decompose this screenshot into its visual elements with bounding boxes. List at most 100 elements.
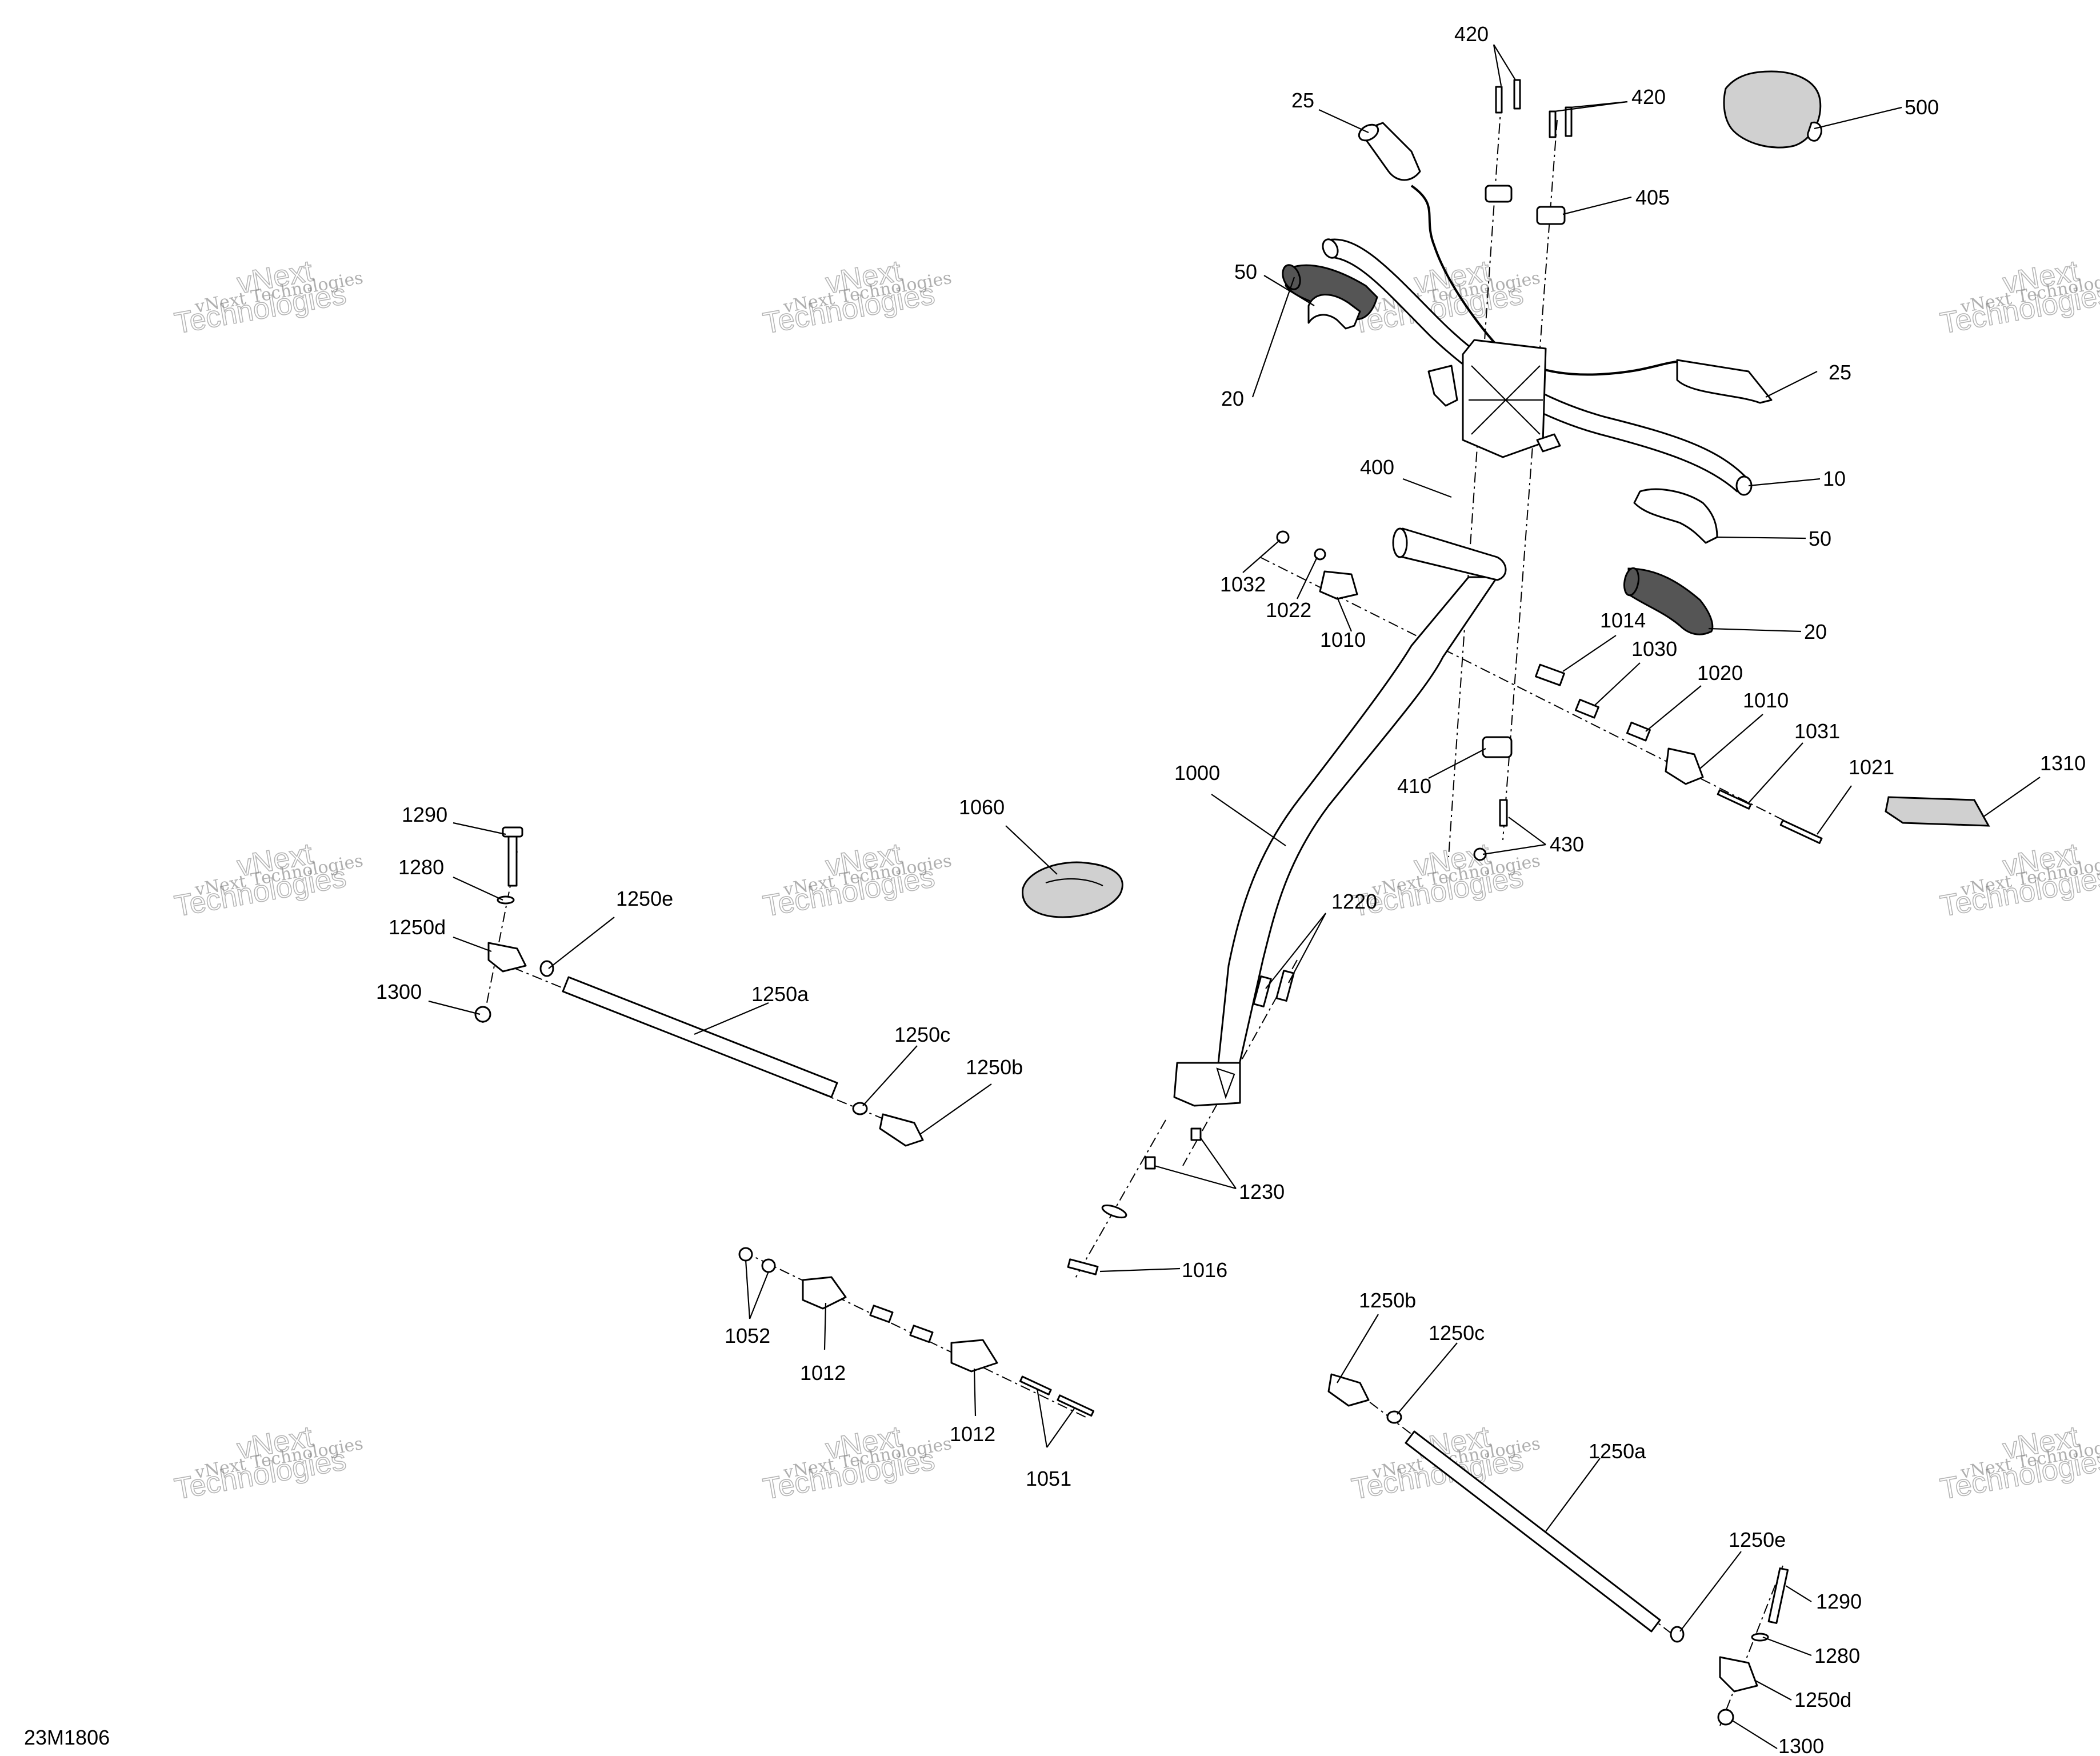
callout-1300-right: 1300 [1778,1734,1824,1756]
callout-1016: 1016 [1182,1258,1227,1282]
nut-1300-right [1717,1709,1734,1726]
leader [1982,777,2041,818]
handlebar-pad [1723,70,1822,149]
leader [1508,817,1546,845]
leader [1336,597,1353,632]
jam-nut-1250e-left [539,960,554,977]
callout-1280-left: 1280 [398,855,444,879]
leader [1005,825,1058,875]
leader [1545,1458,1601,1532]
callout-50-a: 50 [1234,260,1257,283]
leader [745,1259,751,1319]
callout-1051: 1051 [1026,1467,1071,1490]
leader [1748,478,1821,487]
callout-1014: 1014 [1600,609,1646,632]
leader [1731,1719,1778,1749]
leader [1645,685,1702,732]
watermark: Technologies vNext vNext Technologies [760,837,953,923]
leader [1154,1165,1237,1190]
handlebar-end-left [1322,238,1339,259]
tierod-end-1250b-right [1327,1373,1370,1407]
jam-nut-1250c-right [1386,1410,1402,1424]
tierod-end-1250d-right [1719,1656,1758,1693]
callout-1010-a: 1010 [1320,628,1366,651]
sleeve-1030 [1574,698,1599,719]
callout-1250a-left: 1250a [751,982,809,1006]
leader [428,1000,481,1015]
leader [1570,101,1628,109]
leader [1337,1314,1379,1383]
leader [1814,106,1902,130]
leader [1762,1636,1812,1657]
leader [1562,635,1617,672]
tierod-end-1250b-left [879,1113,924,1147]
callout-400: 400 [1360,455,1394,479]
leader [1199,1137,1237,1189]
callout-20-a: 20 [1221,387,1244,410]
heated-grip-right [1676,359,1773,404]
callout-1060: 1060 [959,795,1005,819]
callout-1010-b: 1010 [1743,689,1789,712]
riser-mount-right [1536,433,1561,453]
nut-1052-b [761,1258,776,1273]
callout-410: 410 [1397,774,1431,798]
leader [862,1045,918,1106]
leader [694,1002,769,1035]
pin-1230-a [1145,1156,1156,1170]
leader [1699,714,1763,769]
watermark: Technologies vNext vNext Technologies [1937,837,2100,923]
leader [1251,277,1295,398]
leader [1242,539,1281,573]
leader [1493,44,1502,86]
bolt-1051-b [1057,1394,1095,1417]
leader [1402,478,1452,498]
riser-bolt-4 [1565,106,1573,137]
axis-riser-bolt-right [1502,119,1558,841]
axis-lower-column [1074,1119,1166,1281]
washer-1016-a [1101,1204,1127,1219]
bushing-holder-lower [1665,747,1704,785]
handlebar-pad-clip [1807,121,1822,142]
bolt-1031 [1717,789,1752,810]
callout-50-b: 50 [1809,527,1831,550]
riser-clamp-left [1485,185,1513,203]
callout-1250b-right: 1250b [1359,1289,1416,1312]
callout-1290-right: 1290 [1816,1590,1862,1613]
bolt-1290-right [1767,1567,1789,1624]
leader [548,917,615,969]
link-1012-b [950,1339,998,1373]
callout-10: 10 [1823,467,1846,490]
callout-1300-left: 1300 [376,980,422,1003]
callout-420-a: 420 [1454,22,1489,46]
assembly-axes [482,102,1823,1726]
watermarks: Technologies vNext vNext Technologies Te… [171,254,2100,1506]
leader [1817,785,1852,835]
parts [474,70,1990,1726]
watermark: Technologies vNext vNext Technologies [1937,254,2100,341]
link-1012-a [802,1276,847,1310]
leader [1046,1408,1075,1448]
riser-bolt-3 [1549,110,1557,138]
riser-block-ribs [1469,365,1543,435]
riser-clamp-right [1536,206,1566,225]
leader [1708,627,1802,633]
watermark: Technologies vNext vNext Technologies [1937,1419,2100,1506]
leader [453,936,492,953]
washer-1280-right [1751,1633,1769,1642]
bolt-1021 [1779,819,1823,844]
washer-1022 [1314,548,1326,561]
callout-1250e-right: 1250e [1729,1528,1786,1551]
axis-right-tierod [1719,1565,1783,1726]
washer-1016-b [1067,1258,1099,1275]
cover-1060 [1022,861,1123,918]
spacer-1014 [1535,663,1565,686]
grip-left [1285,264,1378,321]
leader [919,1083,992,1135]
tierod-1250a-right [1405,1430,1661,1633]
lower-clamp [1482,736,1513,758]
jam-nut-1250c-left [852,1102,868,1115]
bolt-1290-left [507,830,518,887]
leader [1754,1679,1792,1701]
tierod-end-1250d-left [487,942,527,973]
